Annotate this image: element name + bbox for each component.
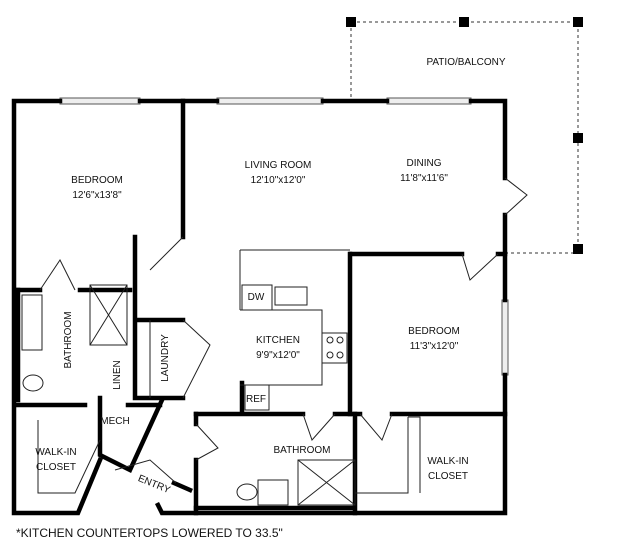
mech-label: MECH	[100, 416, 129, 427]
dining-label: DINING	[407, 158, 442, 169]
bedroom2-size: 11'3"x12'0"	[410, 341, 459, 352]
refrigerator-label: REF	[246, 394, 266, 405]
bedroom1-label: BEDROOM	[71, 175, 123, 186]
closet2-label-line2: CLOSET	[428, 471, 468, 482]
linen-label: LINEN	[112, 360, 123, 389]
bathroom1-label: BATHROOM	[63, 311, 74, 368]
dining-size: 11'8"x11'6"	[400, 173, 448, 184]
bathroom2-label: BATHROOM	[273, 445, 330, 456]
patio-outline	[346, 17, 583, 254]
toilet-icon	[22, 374, 44, 392]
kitchen-size: 9'9"x12'0"	[256, 350, 300, 361]
closet2-label-line1: WALK-IN	[427, 456, 468, 467]
sink-icon	[274, 286, 308, 306]
laundry-label: LAUNDRY	[160, 334, 171, 382]
toilet-icon	[236, 483, 258, 501]
living-room-size: 12'10"x12'0"	[251, 175, 306, 186]
fixtures	[21, 177, 528, 506]
stove-icon	[321, 332, 348, 364]
closet1-label-line2: CLOSET	[36, 462, 76, 473]
living-room-label: LIVING ROOM	[245, 160, 312, 171]
bedroom1-size: 12'6"x13'8"	[72, 190, 122, 201]
footnote: *KITCHEN COUNTERTOPS LOWERED TO 33.5"	[16, 526, 283, 540]
patio-label: PATIO/BALCONY	[426, 57, 505, 68]
bedroom2-label: BEDROOM	[408, 326, 460, 337]
dishwasher	[241, 284, 273, 311]
closet1-label-line1: WALK-IN	[35, 447, 76, 458]
dishwasher-label: DW	[248, 292, 265, 303]
refrigerator	[244, 384, 270, 411]
walls	[11, 98, 508, 516]
entry-label: ENTRY	[136, 473, 172, 496]
kitchen-label: KITCHEN	[256, 335, 300, 346]
